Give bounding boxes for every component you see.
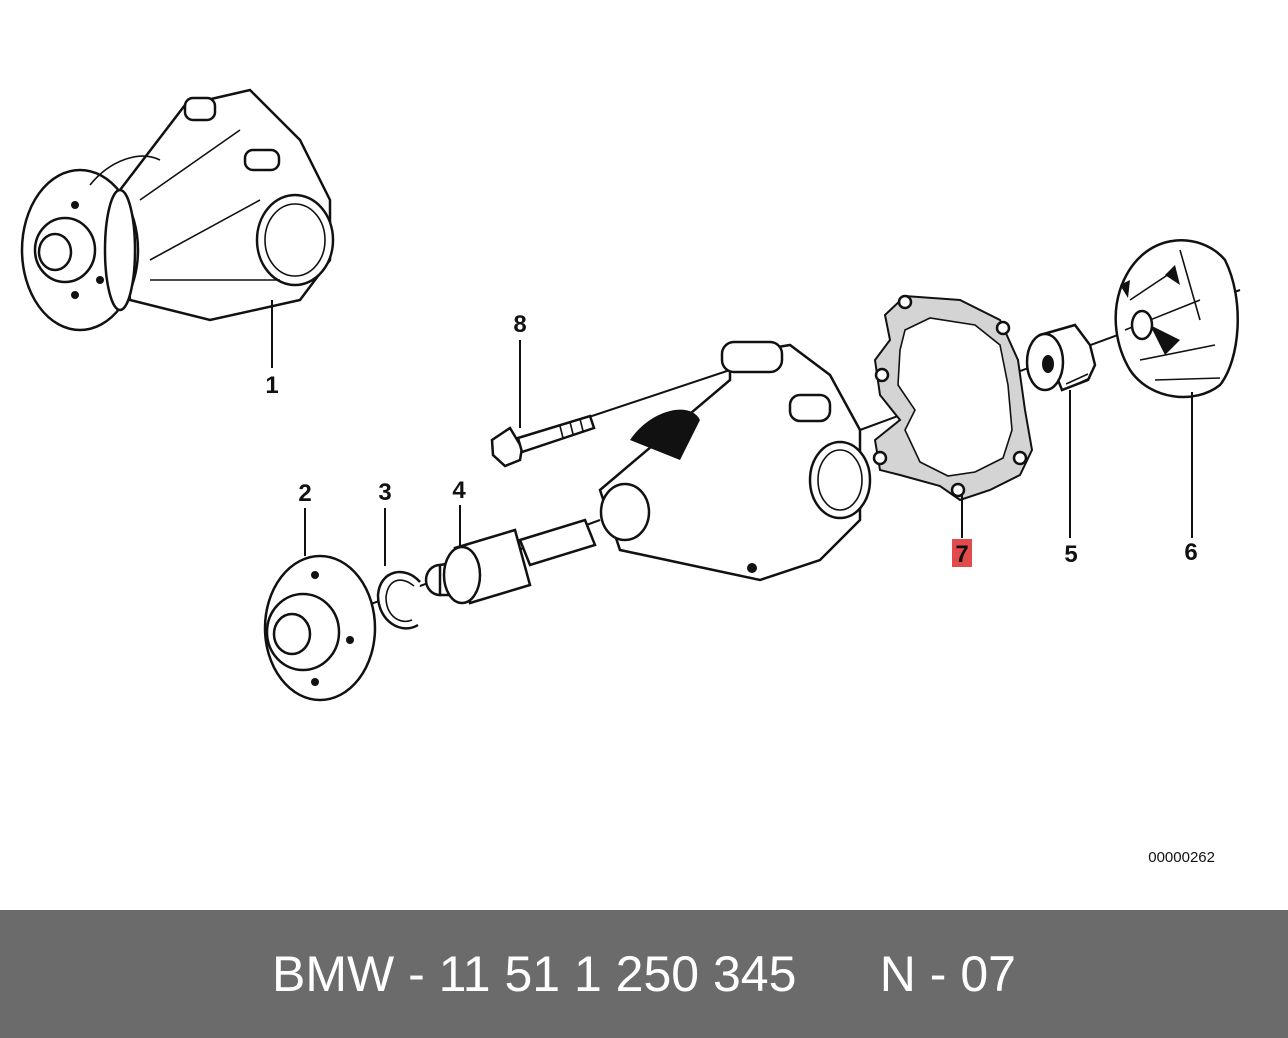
impeller[interactable]: [1114, 239, 1239, 399]
callout-7: 7: [955, 541, 968, 568]
hex-bolt[interactable]: [490, 414, 596, 468]
diagram-position: N - 07: [879, 946, 1016, 1002]
bearing-shaft[interactable]: [424, 518, 597, 605]
footer-bar: BMW - 11 51 1 250 345 N - 07: [0, 910, 1288, 1038]
callout-6: 6: [1184, 539, 1197, 566]
circlip[interactable]: [376, 570, 421, 630]
water-pump-assembly[interactable]: [20, 88, 335, 332]
seal-bushing[interactable]: [1025, 323, 1097, 392]
pump-gasket[interactable]: [872, 294, 1034, 502]
callout-3: 3: [378, 479, 391, 506]
callout-5: 5: [1064, 541, 1077, 568]
callout-8: 8: [513, 311, 526, 338]
exploded-parts-diagram: 1 2 3 4 5 6 7 8 00000262: [20, 88, 1241, 866]
footer-caption: BMW - 11 51 1 250 345 N - 07: [272, 945, 1016, 1003]
callout-2: 2: [298, 480, 311, 507]
hub-flange[interactable]: [263, 554, 377, 702]
callout-4: 4: [452, 477, 466, 504]
callout-1: 1: [265, 372, 278, 399]
highlight-marker: [952, 539, 972, 567]
diagram-reference-code: 00000262: [1148, 849, 1215, 866]
pump-housing[interactable]: [598, 340, 872, 582]
part-number: BMW - 11 51 1 250 345: [272, 946, 797, 1002]
